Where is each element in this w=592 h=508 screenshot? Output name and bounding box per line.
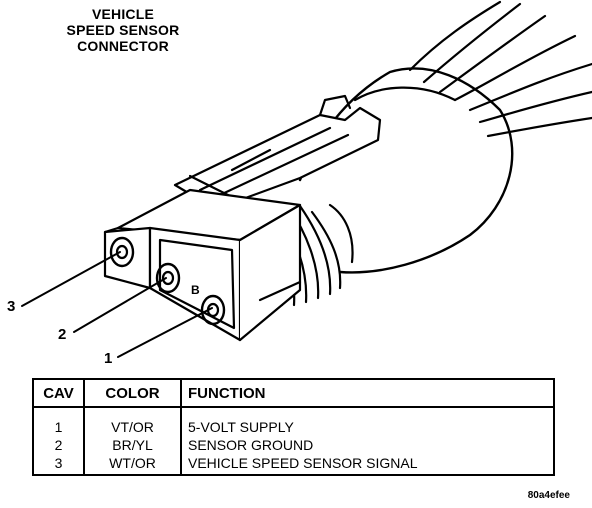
leader-line-3	[21, 251, 121, 307]
table-row: 1 VT/OR 5-VOLT SUPPLY	[32, 407, 555, 436]
cell-color: BR/YL	[83, 436, 182, 454]
table-header-row: CAV COLOR FUNCTION	[32, 378, 555, 408]
cavity-label-3: 3	[7, 298, 16, 315]
wire-bundle	[408, 0, 592, 138]
cell-color: VT/OR	[83, 407, 182, 436]
header-function: FUNCTION	[180, 378, 555, 408]
cell-cav: 2	[32, 436, 85, 454]
header-cav: CAV	[32, 378, 85, 408]
leader-lines	[21, 251, 213, 358]
title-line-2: SPEED SENSOR	[66, 22, 180, 38]
table-row: 3 WT/OR VEHICLE SPEED SENSOR SIGNAL	[32, 454, 555, 476]
title-line-1: VEHICLE	[91, 6, 155, 22]
diagram-title: VEHICLE SPEED SENSOR CONNECTOR	[28, 6, 218, 54]
title-line-3: CONNECTOR	[77, 38, 169, 54]
figure-code: 80a4efee	[527, 490, 570, 501]
cell-color: WT/OR	[83, 454, 182, 476]
pinout-table: CAV COLOR FUNCTION 1 VT/OR 5-VOLT SUPPLY…	[32, 378, 555, 476]
connector-housing	[103, 203, 302, 342]
connector-boot	[298, 67, 514, 274]
cell-cav: 3	[32, 454, 85, 476]
cell-function: SENSOR GROUND	[180, 436, 555, 454]
leader-line-2	[73, 277, 167, 333]
leader-line-1	[117, 307, 213, 358]
locking-latch	[173, 94, 382, 202]
cavity-label-2: 2	[58, 326, 67, 343]
cell-function: VEHICLE SPEED SENSOR SIGNAL	[180, 454, 555, 476]
cell-function: 5-VOLT SUPPLY	[180, 407, 555, 436]
header-color: COLOR	[83, 378, 182, 408]
cavity-label-1: 1	[104, 350, 113, 367]
cell-cav: 1	[32, 407, 85, 436]
table-row: 2 BR/YL SENSOR GROUND	[32, 436, 555, 454]
embossed-letter: B	[191, 283, 200, 297]
